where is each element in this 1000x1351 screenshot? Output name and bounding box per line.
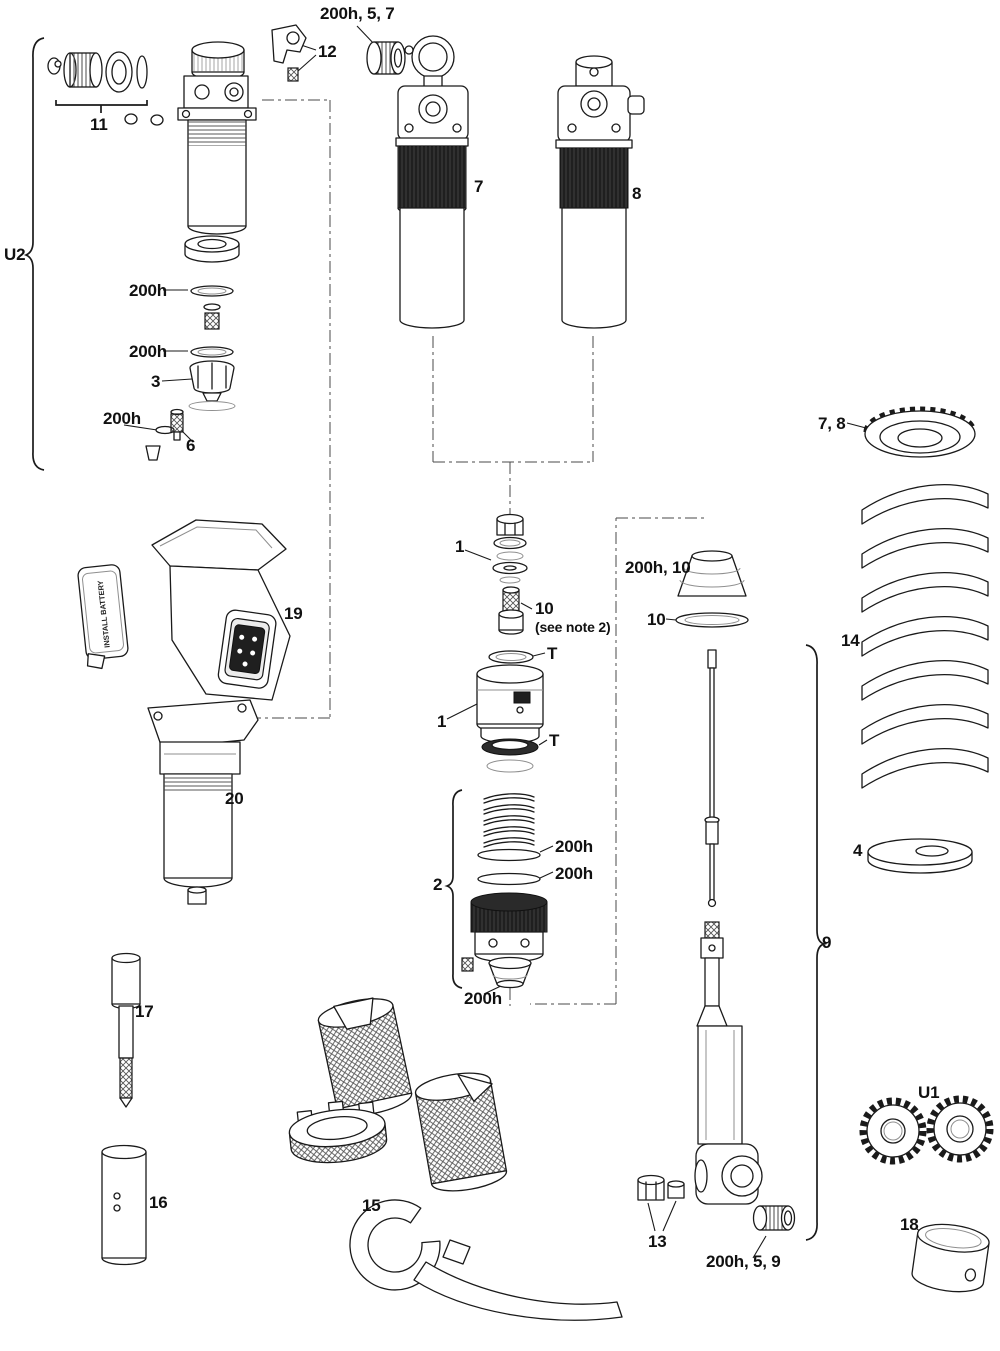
label-7-8: 7, 8 bbox=[818, 414, 846, 433]
label-10-lower: 10 bbox=[647, 610, 666, 629]
label-200h-e: 200h bbox=[555, 864, 593, 883]
label-200h-f: 200h bbox=[464, 989, 502, 1008]
label-15: 15 bbox=[362, 1196, 381, 1215]
label-8: 8 bbox=[632, 184, 642, 203]
label-9: 9 bbox=[822, 933, 832, 952]
needle-10-drawing bbox=[498, 586, 524, 635]
label-200h-5-7: 200h, 5, 7 bbox=[320, 4, 395, 23]
leader-lines bbox=[123, 25, 931, 1259]
label-18: 18 bbox=[900, 1215, 919, 1234]
group-brackets bbox=[23, 37, 828, 1241]
label-2: 2 bbox=[433, 875, 443, 894]
label-u2: U2 bbox=[4, 245, 26, 264]
battery-drawing: INSTALL BATTERY bbox=[77, 564, 129, 670]
topout-stack-1-drawing bbox=[492, 513, 528, 584]
label-20: 20 bbox=[225, 789, 244, 808]
label-11: 11 bbox=[90, 115, 108, 134]
upper-damper-assembly-drawing bbox=[177, 41, 257, 235]
label-6: 6 bbox=[186, 436, 196, 455]
bushing-200h-5-7-drawing bbox=[366, 41, 406, 75]
clamp-12-drawing bbox=[271, 24, 307, 82]
label-10-upper: 10 bbox=[535, 599, 554, 618]
rebound-stack-2-drawing bbox=[461, 793, 548, 989]
label-3: 3 bbox=[151, 372, 161, 391]
label-13: 13 bbox=[648, 1232, 667, 1251]
label-see-note-2: (see note 2) bbox=[535, 619, 611, 635]
bumper-200h-10-drawing bbox=[675, 550, 749, 628]
label-200h-a: 200h bbox=[129, 281, 167, 300]
damper-shaft-9-drawing bbox=[704, 649, 720, 908]
bushing-200h-5-9-drawing bbox=[752, 1205, 796, 1231]
label-4: 4 bbox=[853, 841, 863, 860]
topcap-7-8-drawing bbox=[863, 406, 977, 458]
spring-collar-4-drawing bbox=[867, 838, 973, 874]
nuts-13-drawing bbox=[637, 1174, 685, 1201]
controller-19-drawing bbox=[151, 519, 291, 701]
label-200h-10: 200h, 10 bbox=[625, 558, 691, 577]
reservoir-20-drawing bbox=[147, 699, 259, 905]
shock-7-drawing bbox=[395, 35, 469, 329]
piston-1-drawing bbox=[476, 664, 544, 773]
label-16: 16 bbox=[149, 1193, 168, 1212]
valve-parts-11-drawing bbox=[47, 51, 164, 126]
sleeve-16-drawing bbox=[101, 1144, 147, 1266]
label-t-upper: T bbox=[547, 644, 558, 663]
label-7: 7 bbox=[474, 177, 484, 196]
construction-lines bbox=[254, 99, 706, 1006]
label-19: 19 bbox=[284, 604, 303, 623]
tools-15-drawing bbox=[288, 997, 623, 1321]
label-12: 12 bbox=[318, 42, 337, 61]
label-1-upper: 1 bbox=[455, 537, 465, 556]
sealhead-stack-drawing bbox=[145, 235, 240, 461]
cup-18-drawing bbox=[911, 1223, 990, 1293]
label-14: 14 bbox=[841, 631, 860, 650]
label-200h-c: 200h bbox=[103, 409, 141, 428]
label-200h-d: 200h bbox=[555, 837, 593, 856]
label-u1: U1 bbox=[918, 1083, 940, 1102]
label-t-lower: T bbox=[549, 731, 560, 750]
wrench-15-drawing bbox=[349, 1199, 623, 1321]
label-1-lower: 1 bbox=[437, 712, 447, 731]
locknuts-u1-drawing bbox=[859, 1095, 994, 1165]
label-200h-5-9: 200h, 5, 9 bbox=[706, 1252, 781, 1271]
shock-8-drawing bbox=[555, 55, 645, 329]
label-200h-b: 200h bbox=[129, 342, 167, 361]
label-17: 17 bbox=[135, 1002, 154, 1021]
damper-body-9-drawing bbox=[694, 921, 763, 1205]
t-ring-upper-drawing bbox=[488, 650, 534, 664]
tool-17-drawing bbox=[111, 952, 141, 1108]
coil-spring-14-drawing bbox=[861, 484, 989, 789]
